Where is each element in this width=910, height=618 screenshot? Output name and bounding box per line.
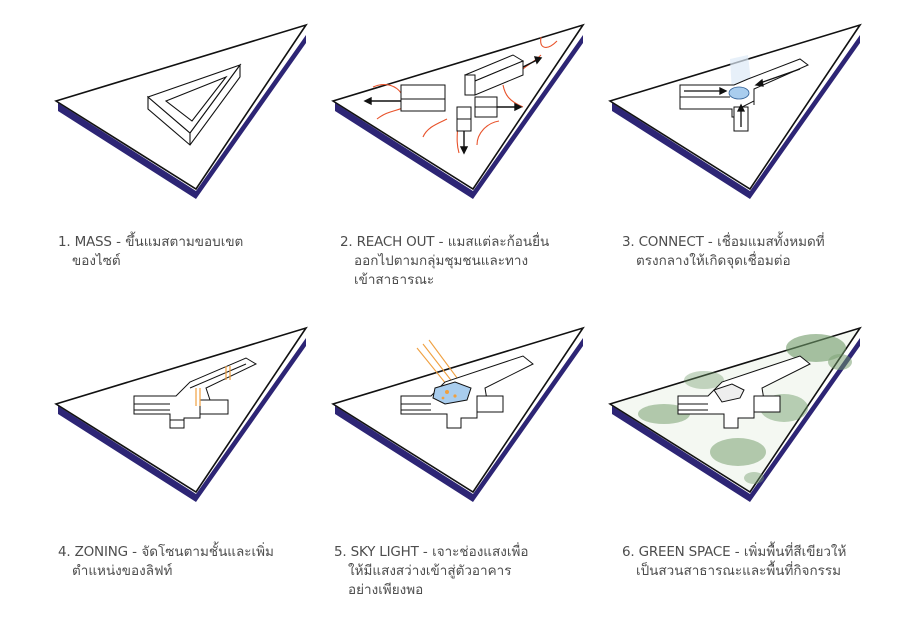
caption-5: 5. SKY LIGHT - เจาะช่องแสงเพื่อ ให้มีแสง… <box>334 543 528 600</box>
diagram-green-space <box>604 318 904 618</box>
caption-2: 2. REACH OUT - แมสแต่ละก้อนยื่น ออกไปตาม… <box>340 233 549 290</box>
step-title: 3. CONNECT <box>622 234 704 250</box>
connection-node <box>728 86 750 100</box>
mass-site-svg <box>54 23 308 199</box>
mass-triangle-block <box>146 63 242 146</box>
step-title: 1. MASS <box>58 234 112 250</box>
caption-1: 1. MASS - ขึ้นแมสตามขอบเขต ของไซต์ <box>58 233 243 271</box>
step-title: 6. GREEN SPACE <box>622 544 731 560</box>
diagram-connect <box>604 15 904 315</box>
reach-out-svg <box>331 23 585 199</box>
step-text-line1: - จัดโซนตามชั้นและเพิ่ม <box>127 544 274 560</box>
connect-svg <box>608 23 862 199</box>
step-text-line2: ของไซต์ <box>72 253 121 269</box>
step-title: 2. REACH OUT <box>340 234 435 250</box>
sky-light-svg <box>331 326 585 502</box>
green-patches <box>638 334 852 484</box>
caption-6: 6. GREEN SPACE - เพิ่มพื้นที่สีเขียวให้ … <box>622 543 846 581</box>
caption-3: 3. CONNECT - เชื่อมแมสทั้งหมดที่ ตรงกลาง… <box>622 233 825 271</box>
step-title: 5. SKY LIGHT <box>334 544 419 560</box>
step-text-line3: เข้าสาธารณะ <box>354 272 435 288</box>
connect-arrows <box>684 68 801 127</box>
step-text-line1: - เพิ่มพื้นที่สีเขียวให้ <box>730 544 847 560</box>
step-text-line2: ตรงกลางให้เกิดจุดเชื่อมต่อ <box>636 253 791 269</box>
direction-arrows <box>363 56 543 155</box>
step-title: 4. ZONING <box>58 544 128 560</box>
green-space-svg <box>608 326 862 502</box>
step-text-line2: ให้มีแสงสว่างเข้าสู่ตัวอาคาร <box>348 563 512 579</box>
step-text-line1: - แมสแต่ละก้อนยื่น <box>434 234 550 250</box>
step-text-line2: เป็นสวนสาธารณะและพื้นที่กิจกรรม <box>636 563 842 579</box>
caption-4: 4. ZONING - จัดโซนตามชั้นและเพิ่ม ตำแหน่… <box>58 543 274 581</box>
diagram-sky-light <box>327 318 627 618</box>
diagram-zoning <box>50 318 350 618</box>
step-text-line1: - ขึ้นแมสตามขอบเขต <box>111 234 244 250</box>
light-spots <box>441 390 457 400</box>
diagram-mass <box>50 15 350 315</box>
step-text-line2: ออกไปตามกลุ่มชุมชนและทาง <box>354 253 529 269</box>
step-text-line2: ตำแหน่งของลิฟท์ <box>72 563 173 579</box>
zoning-svg <box>54 326 308 502</box>
mass-blocks <box>400 54 525 132</box>
step-text-line3: อย่างเพียงพอ <box>348 582 424 598</box>
green-mass <box>677 355 811 429</box>
step-text-line1: - เชื่อมแมสทั้งหมดที่ <box>703 234 825 250</box>
community-arrows <box>372 36 558 154</box>
diagram-reach-out <box>327 15 627 315</box>
step-text-line1: - เจาะช่องแสงเพื่อ <box>418 544 529 560</box>
elevator-shafts <box>195 366 231 406</box>
